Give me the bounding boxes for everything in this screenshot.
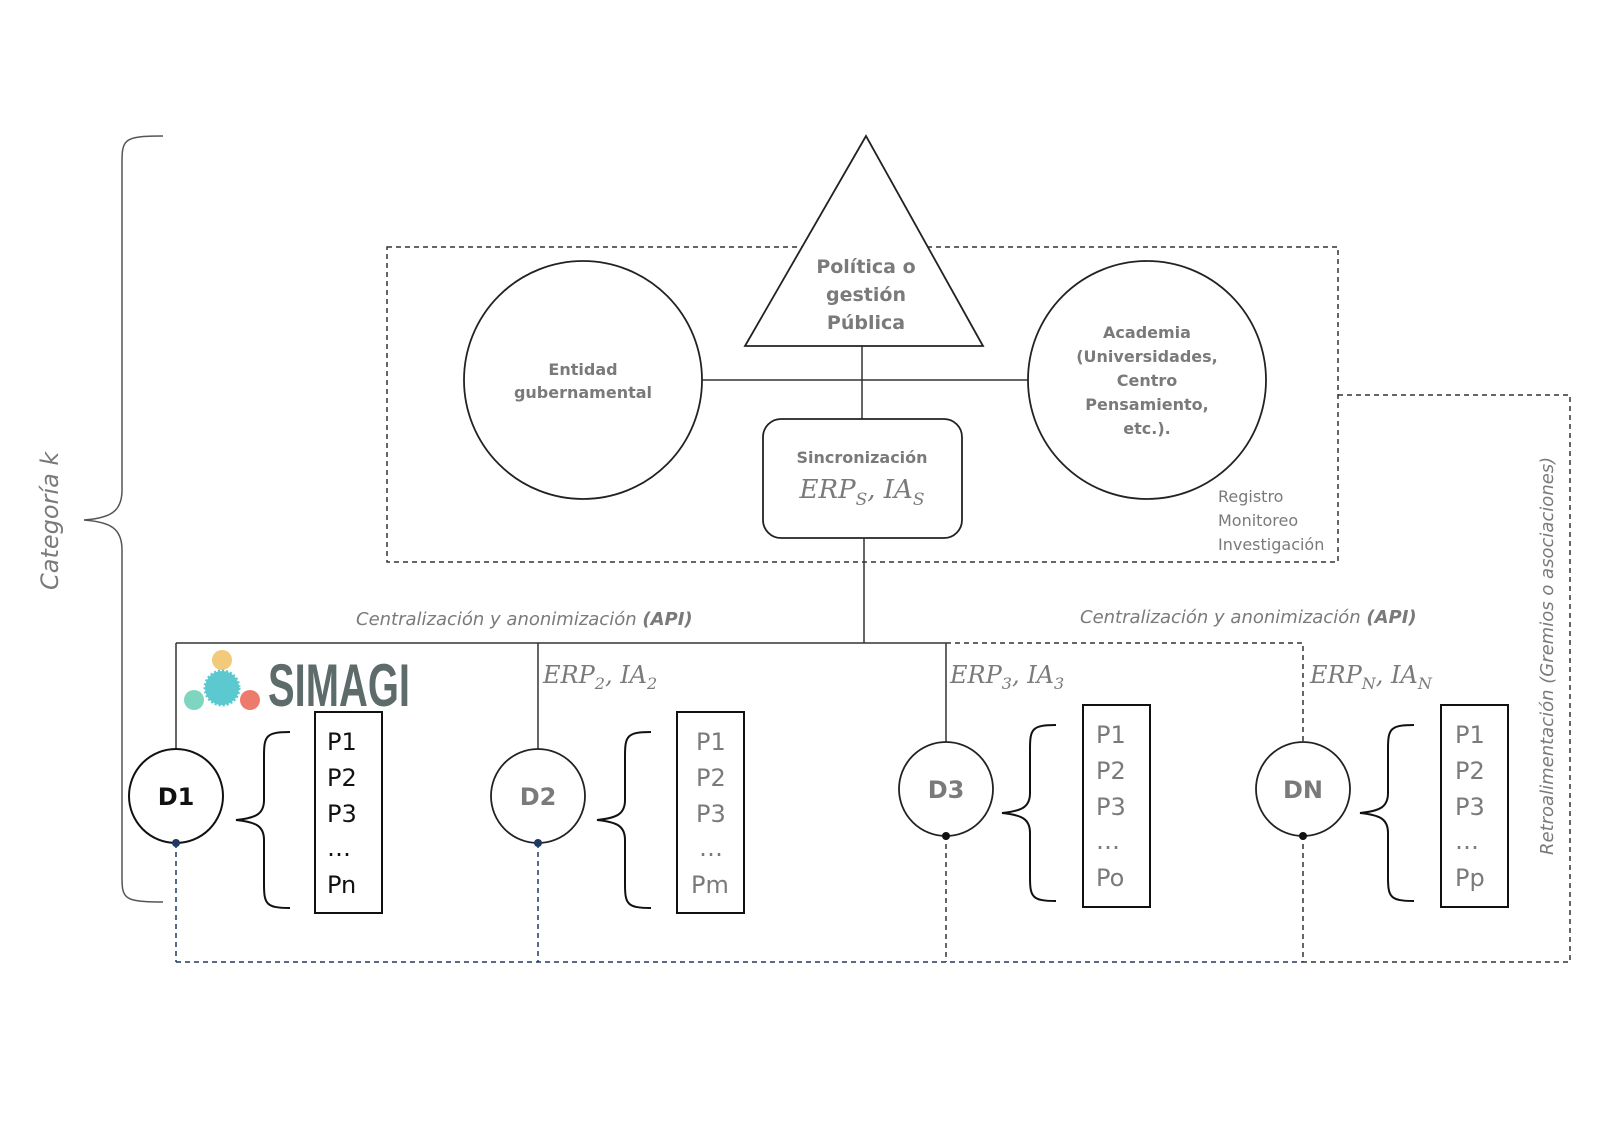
d1-label: D1 xyxy=(158,783,195,811)
d1-item-5: Pn xyxy=(327,871,356,899)
sync-title: Sincronización xyxy=(796,448,927,467)
entity-circle xyxy=(463,260,703,500)
dn-anchor-dot xyxy=(1299,832,1307,840)
academia-label-2: (Universidades, xyxy=(1076,347,1218,366)
entity-label-1: Entidad xyxy=(548,360,617,379)
role-monitoreo: Monitoreo xyxy=(1218,511,1298,530)
d1-brace xyxy=(235,731,291,909)
d2-item-4: … xyxy=(699,834,723,862)
role-registro: Registro xyxy=(1218,487,1283,506)
erp-label-d3: ERP3, IA3 xyxy=(949,661,1064,693)
distribution-dashed-extension xyxy=(946,642,1304,743)
logo-dot-green xyxy=(184,690,204,710)
policy-label-3: Pública xyxy=(827,312,905,334)
d3-item-2: P2 xyxy=(1096,757,1126,785)
role-investigacion: Investigación xyxy=(1218,535,1324,554)
academia-label-5: etc.). xyxy=(1123,419,1170,438)
api-label-right: Centralización y anonimización (API) xyxy=(1080,607,1417,628)
dn-list-box xyxy=(1440,704,1509,908)
d3-brace xyxy=(1001,724,1057,902)
d1-anchor-dot xyxy=(172,839,180,847)
d2-item-5: Pm xyxy=(691,871,729,899)
policy-label-2: gestión xyxy=(826,284,906,306)
d3-list-box xyxy=(1082,704,1151,908)
sync-formula: ERPS, IAS xyxy=(799,475,925,510)
sync-box xyxy=(762,418,963,539)
d1-item-3: P3 xyxy=(327,800,357,828)
d3-anchor-dot xyxy=(942,832,950,840)
d3-item-3: P3 xyxy=(1096,793,1126,821)
d2-list-box xyxy=(676,711,745,914)
category-label: Categoría k xyxy=(36,451,64,590)
d2-item-2: P2 xyxy=(696,764,726,792)
erp-label-dn: ERPN, IAN xyxy=(1309,661,1433,693)
simagi-logo: SIMAGI xyxy=(184,650,410,719)
d2-label: D2 xyxy=(520,783,557,811)
logo-dot-teal-big xyxy=(203,669,241,707)
dn-item-3: P3 xyxy=(1455,793,1485,821)
governance-box xyxy=(386,246,1339,563)
academia-label-4: Pensamiento, xyxy=(1085,395,1208,414)
academia-label-3: Centro xyxy=(1117,371,1178,390)
d1-item-4: … xyxy=(327,834,351,862)
d3-item-4: … xyxy=(1096,827,1120,855)
category-brace xyxy=(83,135,164,903)
d3-item-1: P1 xyxy=(1096,721,1126,749)
academia-circle xyxy=(1027,260,1267,500)
dn-item-1: P1 xyxy=(1455,721,1485,749)
logo-dot-red xyxy=(240,690,260,710)
entity-label-2: gubernamental xyxy=(514,383,652,402)
api-label-left: Centralización y anonimización (API) xyxy=(356,609,693,630)
d2-item-3: P3 xyxy=(696,800,726,828)
d2-item-1: P1 xyxy=(696,728,726,756)
dn-label: DN xyxy=(1283,776,1323,804)
logo-dot-yellow xyxy=(212,650,232,670)
d1-item-2: P2 xyxy=(327,764,357,792)
feedback-label: Retroalimentación (Gremios o asociacione… xyxy=(1537,457,1558,855)
d2-brace xyxy=(596,731,652,909)
dn-brace xyxy=(1359,724,1415,902)
d3-label: D3 xyxy=(928,776,965,804)
policy-label-1: Política o xyxy=(816,256,915,278)
d1-item-1: P1 xyxy=(327,728,357,756)
dn-item-2: P2 xyxy=(1455,757,1485,785)
d3-item-5: Po xyxy=(1096,864,1124,892)
erp-label-d2: ERP2, IA2 xyxy=(542,661,657,693)
dn-item-5: Pp xyxy=(1455,864,1485,892)
academia-label-1: Academia xyxy=(1103,323,1191,342)
logo-text: SIMAGI xyxy=(268,652,410,719)
d1-list-box xyxy=(314,711,383,914)
policy-triangle xyxy=(743,134,985,347)
dn-item-4: … xyxy=(1455,827,1479,855)
d2-anchor-dot xyxy=(534,839,542,847)
feedback-loop xyxy=(1303,394,1571,963)
